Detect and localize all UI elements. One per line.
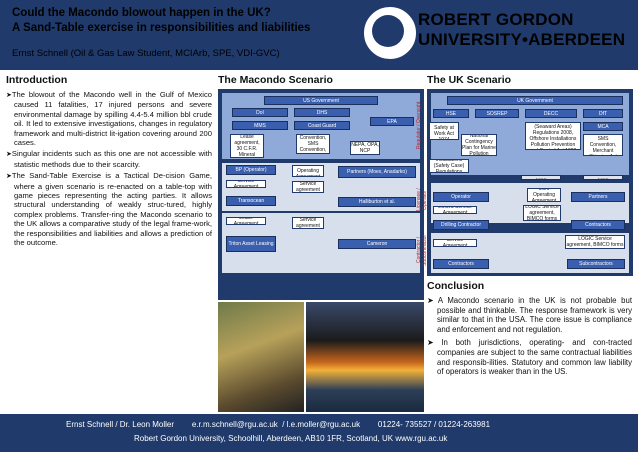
intro-paragraph: ➤Singular incidents such as this one are… bbox=[6, 149, 212, 169]
uk-partners-box: Partners bbox=[571, 192, 625, 202]
uk-contractors-box: Contractors bbox=[433, 259, 489, 269]
coast-guard-box: Coast Guard bbox=[294, 121, 350, 130]
operator-axis-label: Licensee / Operator bbox=[416, 188, 428, 212]
bullet-arrow-icon: ➤ bbox=[6, 151, 12, 159]
service-agreement-note: Service Agreement bbox=[226, 180, 266, 188]
intro-paragraph: ➤The blowout of the Macondo well in the … bbox=[6, 90, 212, 148]
university-name-line2: UNIVERSITY•ABERDEEN bbox=[418, 30, 626, 49]
dft-box: DfT bbox=[583, 109, 623, 118]
intro-heading: Introduction bbox=[6, 74, 68, 86]
poster-title-line1: Could the Macondo blowout happen in the … bbox=[12, 7, 271, 19]
uk-service-agreement-note: Service Agreement bbox=[433, 239, 477, 247]
logic-agreement-note: LOGIC Service Agreement bbox=[433, 206, 477, 214]
firefighters-photo bbox=[218, 302, 304, 412]
bullet-arrow-icon: ➤ bbox=[427, 338, 442, 348]
subcontractors-box: Subcontractors bbox=[567, 259, 625, 269]
conclusion-heading: Conclusion bbox=[427, 280, 485, 292]
uk-government-box: UK Government bbox=[447, 96, 623, 105]
epa-box: EPA bbox=[370, 117, 414, 126]
us-government-box: US Government bbox=[264, 96, 378, 105]
transocean-box: Transocean bbox=[226, 196, 276, 206]
service-agreement-note-2: Service agreement bbox=[292, 181, 324, 193]
burning-rig-photo bbox=[306, 302, 424, 412]
drilling-contractor-box: Drilling Contractor bbox=[433, 220, 489, 230]
conclusion-paragraph: ➤ In both jurisdictions, operating- and … bbox=[427, 338, 632, 377]
regs-safety-case-note: Offshore Installations (Safety Case) Reg… bbox=[429, 159, 469, 173]
uk-joa-note: Joint Operating Agreement bbox=[527, 188, 561, 202]
lease-agreement-note: Lease Agreement bbox=[226, 217, 266, 225]
university-logo-text: ROBERT GORDON UNIVERSITY•ABERDEEN bbox=[418, 10, 625, 50]
poster-title-line2: A Sand-Table exercise in responsibilitie… bbox=[12, 22, 311, 34]
partners-box: Partners (Moex, Anadarko) bbox=[338, 166, 416, 178]
uk-heading: The UK Scenario bbox=[427, 74, 512, 86]
intro-body: ➤The blowout of the Macondo well in the … bbox=[6, 90, 212, 250]
regs-coast-guard-note: SOLAS Convention, SMS Convention, OPA, N… bbox=[296, 134, 330, 154]
intro-paragraph: ➤The Sand-Table Exercise is a Tactical D… bbox=[6, 171, 212, 248]
bp-operator-box: BP (Operator) bbox=[226, 165, 276, 175]
macondo-diagram: US Government DoI DHS EPA MMS Coast Guar… bbox=[218, 89, 424, 300]
decc-box: DECC bbox=[525, 109, 577, 118]
bullet-arrow-icon: ➤ bbox=[6, 173, 12, 181]
petroleum-act-label: Petroleum Act 1998 bbox=[521, 175, 561, 180]
address-line: Robert Gordon University, Schoolhill, Ab… bbox=[134, 434, 448, 443]
regs-mca-note: SOLAS Convention, SMS Convention, Mercha… bbox=[583, 134, 623, 156]
operator-box: Operator bbox=[433, 192, 489, 202]
triton-box: Triton Asset Leasing bbox=[226, 236, 276, 252]
bullet-arrow-icon: ➤ bbox=[6, 92, 12, 99]
regs-sosrep-note: National Contingency Plan for Marine Pol… bbox=[461, 134, 497, 156]
conclusion-body: ➤ A Macondo scenario in the UK is not pr… bbox=[427, 296, 632, 381]
petroleum-act-label-2: Petroleum Act 1998 bbox=[583, 175, 623, 180]
conclusion-paragraph: ➤ A Macondo scenario in the UK is not pr… bbox=[427, 296, 632, 334]
poster-author: Ernst Schnell (Oil & Gas Law Student, MC… bbox=[12, 48, 280, 59]
joa-note: Joint Operating Agreement bbox=[292, 165, 324, 177]
footer-banner bbox=[0, 414, 638, 452]
mms-box: MMS bbox=[232, 121, 288, 130]
cameron-box: Cameron bbox=[338, 239, 416, 249]
logic-agreement-note-2: LOGIC Service agreement, BIMCO forms bbox=[523, 205, 561, 221]
header-banner bbox=[0, 0, 638, 70]
hse-box: HSE bbox=[433, 109, 469, 118]
bullet-arrow-icon: ➤ bbox=[427, 296, 438, 305]
regs-hse-note: Health and Safety at Work Act 1974 bbox=[429, 122, 459, 140]
logic-agreement-note-3: LOGIC Service agreement, BIMCO forms bbox=[565, 235, 625, 249]
university-seal-icon bbox=[362, 5, 418, 61]
contractor-axis-label: Contractor / Subcontractor bbox=[416, 234, 428, 266]
macondo-heading: The Macondo Scenario bbox=[218, 74, 333, 86]
contact-line: Ernst Schnell / Dr. Leon Moller e.r.m.sc… bbox=[66, 420, 491, 429]
sosrep-box: SOSREP bbox=[475, 109, 519, 118]
regulator-axis-label: Regulator / Oversight bbox=[416, 101, 422, 149]
service-agreement-note-3: Service agreement bbox=[292, 217, 324, 229]
halliburton-box: Halliburton et al. bbox=[338, 197, 416, 207]
uk-diagram: UK Government HSE SOSREP DECC DfT MCA He… bbox=[427, 89, 633, 276]
university-name-line1: ROBERT GORDON bbox=[418, 10, 574, 29]
regs-mms-note: DLA, OCSLA, Lease agreement, 30 C.F.R. M… bbox=[230, 134, 264, 158]
mca-box: MCA bbox=[583, 122, 623, 131]
uk-contractors-right-box: Contractors bbox=[571, 220, 625, 230]
dhs-box: DHS bbox=[294, 108, 350, 117]
doi-box: DoI bbox=[232, 108, 288, 117]
poster-title: Could the Macondo blowout happen in the … bbox=[12, 6, 362, 36]
regs-epa-note: NEPA, OPA, NCP bbox=[350, 141, 380, 155]
regs-decc-note: Licensing (Production) (Seaward Areas) R… bbox=[525, 122, 581, 150]
